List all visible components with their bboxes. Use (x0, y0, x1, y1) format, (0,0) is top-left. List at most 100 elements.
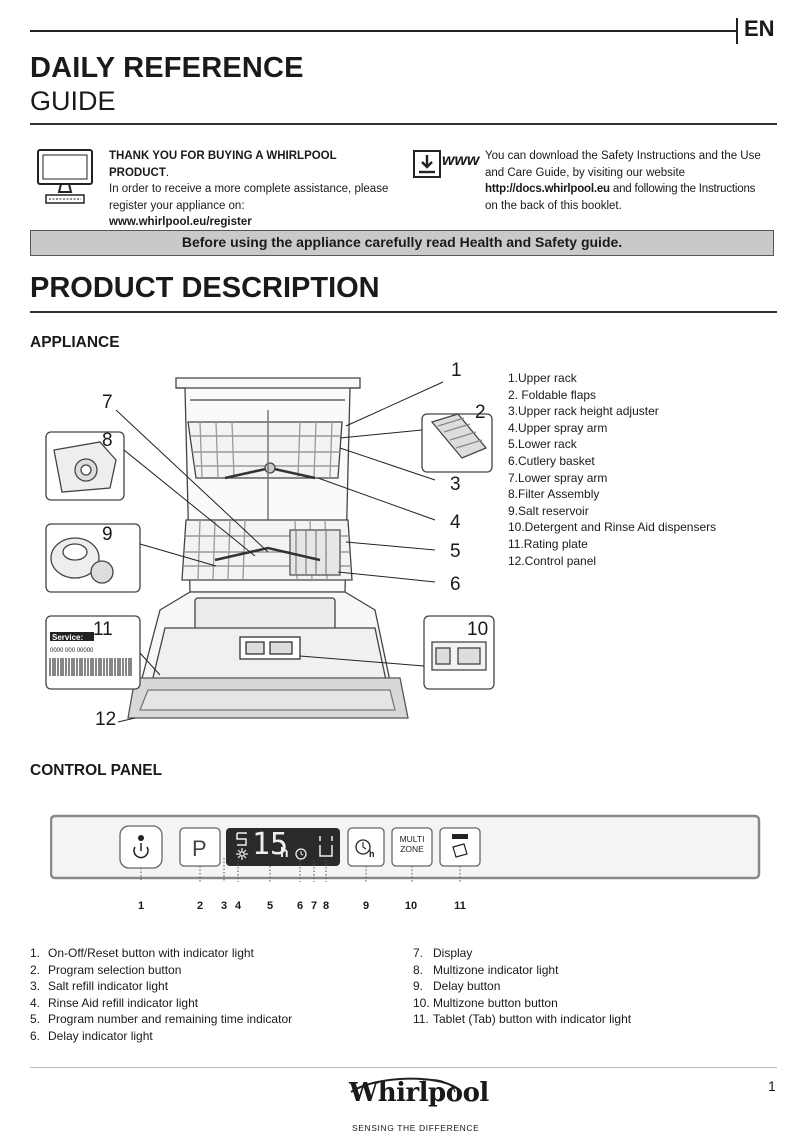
panel-number: 8 (322, 900, 330, 912)
page-subtitle: GUIDE (30, 86, 116, 116)
callout-4: 4 (450, 512, 461, 533)
annotation-num: 11. (413, 1012, 429, 1027)
part-item: 6.Cutlery basket (508, 453, 595, 468)
multizone-label-line: MULTI (399, 834, 425, 844)
annotation-text: Multizone indicator light (433, 962, 559, 977)
intro-right-line: and Care Guide, by visiting our website (485, 166, 686, 179)
annotation-item: 7. Display (413, 945, 773, 962)
intro-right-line: on the back of this booklet. (485, 199, 622, 212)
download-icon (413, 150, 441, 178)
annotation-text: Delay button (433, 979, 501, 994)
multizone-label-line: ZONE (400, 844, 424, 854)
whirlpool-swirl-icon (350, 1077, 458, 1093)
www-label: www (442, 152, 480, 169)
control-annotations-right: 7. Display 8. Multizone indicator light 9.… (413, 945, 773, 1028)
page-title: DAILY REFERENCE (30, 52, 304, 84)
intro-left-line: In order to receive a more complete assi… (109, 183, 389, 195)
annotation-num: 3. (30, 979, 41, 994)
display-unit: h (280, 844, 289, 860)
intro-right-line: and following the Instructions (612, 183, 756, 195)
control-panel-diagram (50, 814, 761, 882)
control-panel-heading: CONTROL PANEL (30, 762, 163, 779)
rating-plate-service-label: Service: (52, 633, 83, 642)
callout-1: 1 (451, 360, 462, 381)
product-description-heading: PRODUCT DESCRIPTION (30, 272, 380, 304)
part-item: 5.Lower rack (508, 437, 577, 452)
callout-10: 10 (467, 619, 489, 640)
parts-legend: 1.Upper rack 2. Foldable flaps 3.Upper r… (508, 370, 716, 569)
panel-number: 6 (296, 900, 304, 912)
annotation-text: Tablet (Tab) button with indicator light (433, 1012, 632, 1027)
callout-11: 11 (93, 619, 113, 640)
language-code: EN (744, 16, 775, 41)
docs-link[interactable]: http://docs.whirlpool.eu (485, 183, 610, 195)
part-item: 4.Upper spray arm (508, 420, 608, 435)
callout-5: 5 (450, 541, 461, 562)
callout-6: 6 (450, 574, 461, 595)
brand-tagline: SENSING THE DIFFERENCE (352, 1123, 480, 1133)
title-rule (30, 123, 777, 125)
annotation-num: 10. (413, 995, 430, 1010)
appliance-heading: APPLIANCE (30, 334, 120, 351)
annotation-item: 2.Program selection button (30, 962, 390, 979)
annotation-num: 6. (30, 1028, 41, 1043)
part-item: 10.Detergent and Rinse Aid dispensers (508, 520, 717, 535)
part-item: 8.Filter Assembly (508, 487, 600, 502)
panel-number: 10 (404, 900, 418, 912)
annotation-item: 3. Salt refill indicator light (30, 978, 390, 995)
intro-left-line: register your appliance on: (109, 199, 245, 212)
dishwasher-diagram: Service: 0000 000 00000 (45, 377, 495, 723)
annotation-text: Multizone button button (433, 995, 558, 1010)
intro-right-line: You can download the Safety Instructions… (485, 150, 761, 162)
page-number: 1 (768, 1078, 776, 1094)
display-digits: 15 (252, 827, 289, 862)
footer-rule (30, 1067, 777, 1068)
brand-logo: Whirlpool (349, 1078, 489, 1108)
download-text: You can download the Safety Instructions… (485, 148, 777, 214)
annotation-num: 5. (30, 1012, 41, 1027)
panel-number: 4 (234, 900, 242, 912)
multizone-button[interactable]: MULTI ZONE (392, 834, 432, 854)
annotation-text: Display (433, 946, 473, 960)
part-item: 12.Control panel (508, 553, 597, 568)
callout-2: 2 (475, 402, 486, 423)
annotation-item: 1.On-Off/Reset button with indicator lig… (30, 945, 390, 962)
callout-8: 8 (102, 430, 113, 451)
annotation-text: Delay indicator light (48, 1028, 153, 1043)
header-rule (30, 30, 736, 32)
thank-you-heading: THANK YOU FOR BUYING A WHIRLPOOL PRODUCT (109, 150, 337, 179)
annotation-text: Rinse Aid refill indicator light (48, 995, 199, 1010)
program-button[interactable]: P (192, 836, 207, 861)
safety-banner: Before using the appliance carefully rea… (30, 230, 774, 256)
callout-7: 7 (102, 392, 113, 413)
annotation-item: 5.Program number and remaining time indi… (30, 1011, 390, 1028)
annotation-item: 10.Multizone button button (413, 995, 773, 1012)
delay-unit: h (369, 849, 375, 859)
part-item: 7.Lower spray arm (508, 470, 608, 485)
rating-plate-service-code: 0000 000 00000 (50, 648, 94, 654)
panel-number: 5 (266, 900, 274, 912)
annotation-item: 4. Rinse Aid refill indicator light (30, 995, 390, 1012)
annotation-item: 6. Delay indicator light (30, 1028, 390, 1045)
annotation-num: 8. (413, 962, 424, 977)
part-item: 11.Rating plate (508, 536, 588, 551)
annotation-item: 11. Tablet (Tab) button with indicator li… (413, 1011, 773, 1028)
panel-number: 11 (454, 900, 466, 912)
part-item: 9.Salt reservoir (508, 503, 589, 518)
register-link[interactable]: www.whirlpool.eu/register (109, 216, 252, 228)
part-item: 2. Foldable flaps (508, 387, 597, 402)
header-rule-tick (736, 18, 738, 44)
annotation-text: On-Off/Reset button with indicator light (48, 946, 254, 960)
thank-you-text: THANK YOU FOR BUYING A WHIRLPOOL PRODUCT… (109, 148, 399, 231)
control-annotations-left: 1.On-Off/Reset button with indicator lig… (30, 945, 390, 1045)
part-item: 1.Upper rack (508, 371, 577, 385)
annotation-text: Salt refill indicator light (48, 979, 169, 994)
annotation-num: 9. (413, 979, 424, 994)
annotation-num: 7. (413, 946, 424, 960)
callout-3: 3 (450, 474, 461, 495)
panel-number: 7 (310, 900, 318, 912)
callout-9: 9 (102, 524, 113, 545)
panel-number: 3 (220, 900, 228, 912)
annotation-num: 4. (30, 995, 41, 1010)
annotation-item: 8. Multizone indicator light (413, 962, 773, 979)
